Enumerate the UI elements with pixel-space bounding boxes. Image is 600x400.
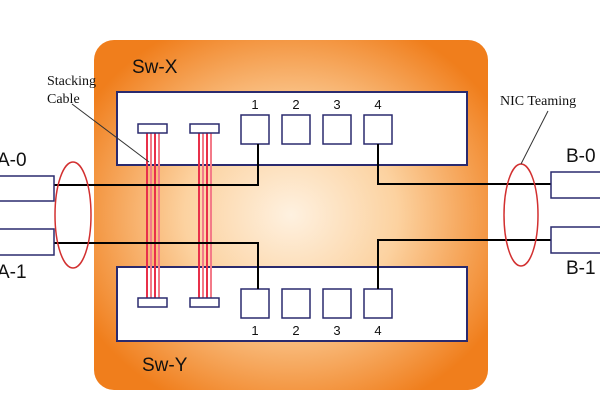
switch-y-port-3: [322, 288, 352, 319]
switch-x-port-1: [240, 114, 270, 145]
switch-y-port-2-label: 2: [292, 323, 299, 338]
switch-y-port-4-label: 4: [374, 323, 381, 338]
stacking-port-y-1: [137, 297, 168, 308]
stacking-port-x-1: [137, 123, 168, 134]
stacking-cable-1: [146, 133, 160, 298]
wire-swy-port4-to-b1: [377, 239, 600, 289]
switch-x-port-2-label: 2: [292, 97, 299, 112]
switch-y-port-2: [281, 288, 311, 319]
stacking-cable-label-line2: Cable: [47, 92, 80, 107]
switch-y-port-3-label: 3: [333, 323, 340, 338]
host-a0-nic: [0, 175, 55, 202]
switch-x-port-3: [322, 114, 352, 145]
switch-x-port-2: [281, 114, 311, 145]
stacking-port-x-2: [189, 123, 220, 134]
stacking-port-y-2: [189, 297, 220, 308]
nic-teaming-callout-line: [520, 110, 549, 165]
team-ellipse-left: [54, 161, 92, 269]
team-ellipse-right: [503, 163, 539, 267]
stacking-cable-2: [198, 133, 212, 298]
wire-a0-to-swx-port1: [0, 144, 259, 186]
host-b1-nic: [550, 226, 600, 254]
stacking-cable-label-line1: Stacking: [47, 74, 96, 89]
switch-y-port-1: [240, 288, 270, 319]
switch-y-port-4: [363, 288, 393, 319]
switch-y: [116, 266, 468, 342]
switch-y-label: Sw-Y: [142, 355, 188, 376]
host-a1-label: A-1: [0, 262, 27, 283]
host-a0-label: A-0: [0, 150, 27, 171]
host-b1-label: B-1: [566, 258, 596, 279]
switch-x-port-4-label: 4: [374, 97, 381, 112]
nic-teaming-label: NIC Teaming: [500, 94, 576, 109]
switch-y-port-1-label: 1: [251, 323, 258, 338]
stacking-cable-callout-line: [71, 103, 150, 163]
host-b0-label: B-0: [566, 146, 596, 167]
switch-x-port-1-label: 1: [251, 97, 258, 112]
switch-x-port-3-label: 3: [333, 97, 340, 112]
wire-swx-port4-to-b0: [377, 144, 600, 185]
switch-x-port-4: [363, 114, 393, 145]
host-a1-nic: [0, 228, 55, 256]
wire-a1-to-swy-port1: [0, 242, 259, 289]
host-b0-nic: [550, 171, 600, 199]
switch-x-label: Sw-X: [132, 57, 178, 78]
